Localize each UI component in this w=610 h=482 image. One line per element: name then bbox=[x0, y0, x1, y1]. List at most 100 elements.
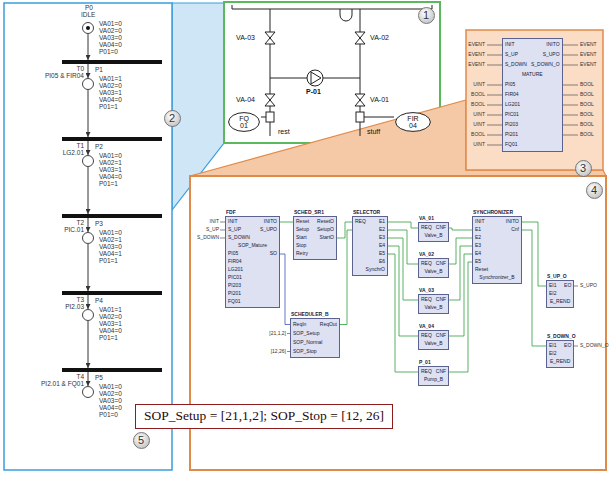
port-label: REQ bbox=[421, 261, 432, 267]
petri-transition: T2PIC.01 bbox=[62, 214, 162, 218]
marking-list: VA01=0 VA02=1 VA03=1 VA04=0 P01=1 bbox=[99, 152, 122, 187]
petri-place: P4VA01=1 VA02=0 VA03=1 VA04=0 P01=1 bbox=[82, 309, 94, 321]
flow-meter bbox=[266, 112, 274, 122]
port-label: EI1 bbox=[549, 343, 557, 349]
function-block: S_UP_OEI1EOEI2E_REND bbox=[546, 280, 574, 308]
signal-wire bbox=[522, 222, 546, 286]
port-label: Setup bbox=[296, 227, 309, 233]
block-name: VA_01 bbox=[419, 216, 434, 222]
signal-wire bbox=[280, 254, 290, 325]
function-block: VA_02REQCNFValve_B bbox=[418, 258, 449, 278]
arc bbox=[88, 321, 89, 368]
place-name: IDLE bbox=[81, 11, 95, 18]
block-name: P_01 bbox=[419, 360, 431, 366]
port-label: Valve_B bbox=[424, 233, 442, 239]
pin-stub bbox=[487, 45, 502, 145]
port-label: S_UPO bbox=[260, 227, 277, 233]
port-label: PI05 bbox=[228, 251, 238, 257]
pin-type: EVENT bbox=[580, 52, 597, 58]
port-label: EO bbox=[564, 283, 571, 289]
block-name: VA_02 bbox=[419, 252, 434, 258]
port-label: Start bbox=[296, 235, 307, 241]
port-label: CNF bbox=[436, 333, 446, 339]
pin-type: BOOL bbox=[580, 112, 594, 118]
function-block: S_DOWN_OEI1EOEI2E_REND bbox=[546, 340, 574, 368]
pin-type: BOOL bbox=[580, 82, 594, 88]
signal-wire bbox=[522, 230, 546, 346]
port-label: SOP_Setup bbox=[293, 331, 319, 337]
vessel bbox=[232, 5, 432, 9]
pin-type: UINT bbox=[473, 122, 485, 128]
port-label: CNF bbox=[436, 297, 446, 303]
port-label: Reset bbox=[296, 219, 309, 225]
signal-wire bbox=[388, 238, 418, 300]
port-label: E1 bbox=[379, 219, 385, 225]
port-label: ReqOut bbox=[320, 322, 337, 328]
arc bbox=[88, 295, 89, 309]
pin-type: BOOL bbox=[580, 92, 594, 98]
port-label: INIT bbox=[505, 42, 514, 48]
pid-drawing bbox=[232, 5, 432, 136]
signal-wire bbox=[449, 238, 472, 264]
pin-type: EVENT bbox=[468, 52, 485, 58]
block-name: VA_03 bbox=[419, 288, 434, 294]
port-label: E_REND bbox=[550, 299, 570, 305]
signal-wire bbox=[388, 254, 418, 372]
signal-wire bbox=[449, 254, 472, 336]
marking-list: VA01=0 VA02=1 VA03=0 VA04=1 P01=1 bbox=[99, 229, 122, 264]
port-label: REQ bbox=[421, 297, 432, 303]
leader-line bbox=[261, 117, 266, 118]
port-label: SOP_Normal bbox=[293, 340, 322, 346]
port-label: Retry bbox=[296, 251, 308, 257]
port-label: E6 bbox=[379, 259, 385, 265]
pin-type: S_DOWN_O bbox=[580, 343, 609, 349]
function-block: SCHED_SR1ResetResetOSetupSetupOStartStar… bbox=[293, 216, 337, 260]
port-label: REQ bbox=[421, 333, 432, 339]
block-name: SCHED_SR1 bbox=[294, 210, 324, 216]
transition-condition: PI2.03 bbox=[65, 303, 84, 310]
port-label: FIR04 bbox=[228, 259, 242, 265]
port-label: ReqIn bbox=[293, 322, 306, 328]
port-label: Valve_B bbox=[424, 269, 442, 275]
port-label: Stop bbox=[296, 243, 306, 249]
port-label: FQ01 bbox=[505, 142, 518, 148]
port-label: E3 bbox=[379, 235, 385, 241]
tag-label: P-01 bbox=[306, 88, 321, 96]
port-label: PI203 bbox=[505, 122, 518, 128]
instrument-tag: FIR 04 bbox=[407, 115, 418, 129]
petri-transition: T0PI05 & FIR04 bbox=[62, 60, 162, 64]
pin-stub bbox=[562, 45, 578, 135]
transition-condition: PIC.01 bbox=[64, 226, 84, 233]
transition-condition: PI2.01 & FQ01 bbox=[41, 380, 84, 387]
port-label: E3 bbox=[475, 243, 481, 249]
port-label: ResetO bbox=[317, 219, 334, 225]
arc bbox=[88, 167, 89, 214]
port-label: E2 bbox=[379, 227, 385, 233]
pin-type: [21,1,2] bbox=[269, 331, 286, 337]
pin-type: S_DOWN bbox=[197, 235, 219, 241]
pin-type: EVENT bbox=[468, 42, 485, 48]
port-label: INITO bbox=[546, 42, 559, 48]
port-label: PIC01 bbox=[228, 275, 242, 281]
signal-wire bbox=[388, 222, 418, 228]
place-name: P3 bbox=[95, 220, 103, 227]
port-label: E4 bbox=[379, 243, 385, 249]
port-label: INITO bbox=[506, 219, 519, 225]
block-name: VA_04 bbox=[419, 324, 434, 330]
note-box: SOP_Setup = [21,1,2]; SOP_Stop = [12, 26… bbox=[135, 404, 393, 429]
transition-condition: LG2.01 bbox=[63, 149, 84, 156]
port-label: CNF bbox=[436, 369, 446, 375]
block-name: SYNCHRONIZER bbox=[473, 210, 513, 216]
petri-place: P0IDLEVA01=0 VA02=0 VA03=0 VA04=0 P01=0 bbox=[82, 22, 94, 34]
port-label: REQ bbox=[421, 369, 432, 375]
pump-symbol bbox=[307, 70, 323, 86]
port-label: MATURE bbox=[522, 72, 543, 78]
arc bbox=[88, 90, 89, 137]
port-label: SO bbox=[270, 251, 277, 257]
pin-type: INIT bbox=[210, 219, 219, 225]
petri-transition: T4PI2.01 & FQ01 bbox=[62, 368, 162, 372]
pump-symbol bbox=[311, 72, 321, 84]
pin-type: EVENT bbox=[580, 62, 597, 68]
port-label: EI2 bbox=[549, 291, 557, 297]
